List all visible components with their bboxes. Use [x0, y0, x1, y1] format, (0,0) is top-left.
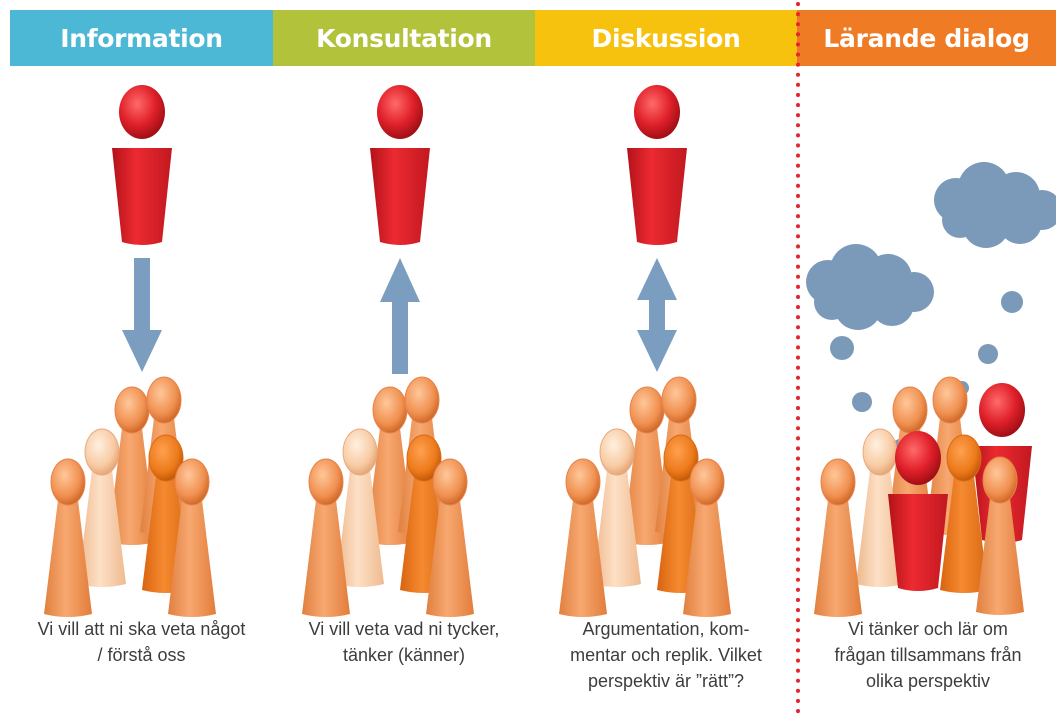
caption-line: / förstå oss	[97, 645, 186, 665]
header-larande-dialog: Lärande dialog	[797, 10, 1056, 66]
caption-larande-dialog: Vi tänker och lär om frågan tillsammans …	[800, 616, 1056, 694]
caption-line: mentar och replik. Vilket	[570, 645, 762, 665]
crowd-icon	[44, 377, 216, 617]
caption-line: Vi tänker och lär om	[848, 619, 1008, 639]
caption-line: olika perspektiv	[865, 671, 991, 691]
caption-information: Vi vill att ni ska veta något / förstå o…	[10, 616, 273, 668]
caption-line: Vi vill att ni ska veta något	[37, 619, 246, 639]
person-red-icon	[112, 85, 172, 245]
caption-line: perspektiv är ”rätt”?	[587, 671, 745, 691]
header-diskussion: Diskussion	[535, 10, 797, 66]
header-larande-dialog-label: Lärande dialog	[823, 23, 1030, 53]
caption-line: Argumentation, kom-	[582, 619, 750, 639]
person-red-icon	[370, 85, 430, 245]
mixed-crowd-icon	[813, 376, 1032, 618]
arrow-up-icon	[380, 258, 420, 374]
header-konsultation-label: Konsultation	[316, 23, 492, 53]
arrow-down-icon	[122, 258, 162, 372]
person-red-icon	[627, 85, 687, 245]
header-diskussion-label: Diskussion	[591, 23, 741, 53]
caption-line: frågan tillsammans från	[834, 645, 1022, 665]
caption-konsultation: Vi vill veta vad ni tycker, tänker (känn…	[273, 616, 535, 668]
thought-cloud-icon	[806, 162, 1056, 453]
header-konsultation: Konsultation	[273, 10, 535, 66]
caption-line: Vi vill veta vad ni tycker,	[308, 619, 500, 639]
header-information-label: Information	[60, 23, 223, 53]
crowd-icon	[302, 377, 474, 617]
caption-diskussion: Argumentation, kom- mentar och replik. V…	[535, 616, 797, 694]
crowd-icon	[559, 377, 731, 617]
header-information: Information	[10, 10, 273, 66]
caption-line: tänker (känner)	[342, 645, 466, 665]
arrow-both-icon	[637, 258, 677, 372]
